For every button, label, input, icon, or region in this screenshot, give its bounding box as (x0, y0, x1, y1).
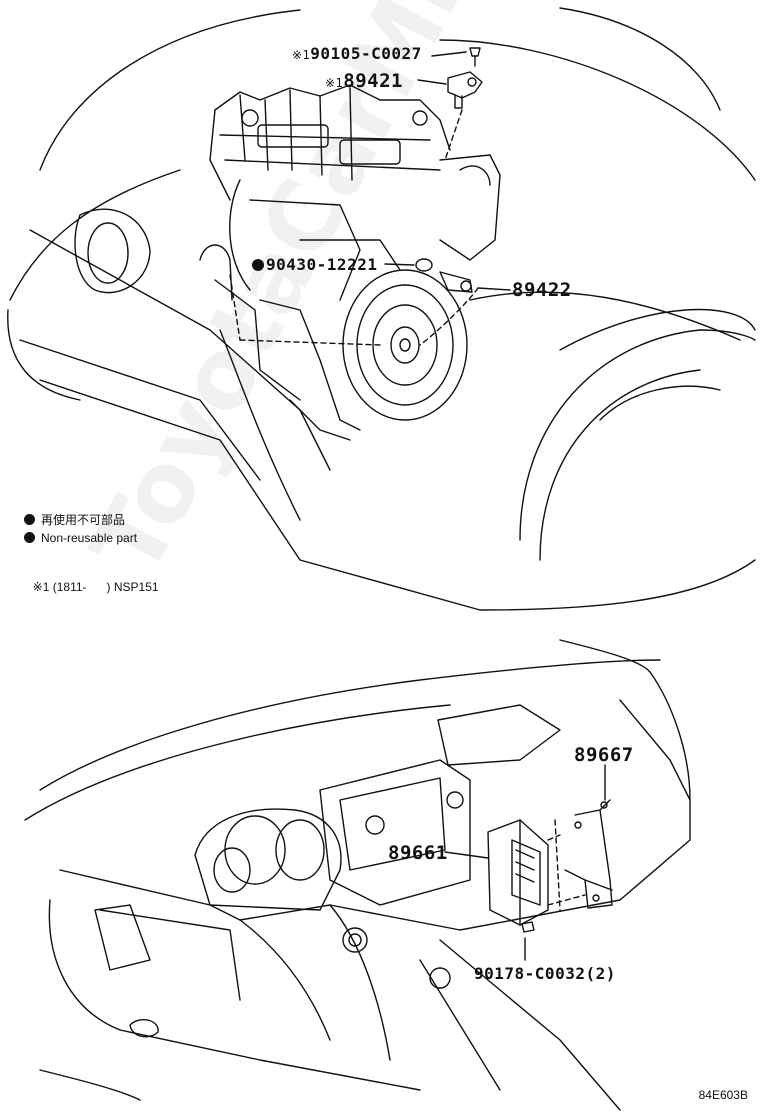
part-callout-crank-sensor[interactable]: ※189421 (325, 70, 403, 92)
part-callout-knock-sensor[interactable]: 89422 (512, 279, 572, 301)
legend-en: Non-reusable part (24, 531, 137, 545)
legend-note: ※1 (1811- ) NSP151 (32, 580, 159, 594)
figure-code: 84E603B (698, 1088, 748, 1102)
engine-block (199, 84, 501, 441)
crank-sensor-assembly (444, 47, 483, 161)
part-number: 90105-C0027 (310, 44, 422, 63)
part-callout-gasket[interactable]: 90430-12221 (252, 255, 377, 274)
non-reusable-dot-icon (24, 514, 35, 525)
car-body-front (7, 7, 756, 611)
ref-mark: ※1 (325, 76, 344, 90)
part-callout-ecu[interactable]: 89661 (388, 842, 448, 864)
part-number: 90430-12221 (266, 255, 378, 274)
leader-lines-top (229, 51, 511, 346)
non-reusable-dot-icon (252, 259, 264, 271)
ecu-bracket (547, 799, 613, 911)
legend-jp: 再使用不可部品 (24, 511, 125, 528)
part-callout-nut[interactable]: 90178-C0032(2) (474, 964, 616, 983)
non-reusable-dot-icon (24, 532, 35, 543)
part-callout-bracket[interactable]: 89667 (574, 744, 634, 766)
ecu-module (487, 819, 549, 933)
part-callout-bolt[interactable]: ※190105-C0027 (292, 44, 422, 63)
part-number: 89421 (343, 70, 403, 92)
ref-mark: ※1 (292, 48, 311, 62)
part-number: 89422 (512, 279, 572, 301)
part-number: 90178-C0032(2) (474, 964, 616, 983)
part-number: 89661 (388, 842, 448, 864)
part-number: 89667 (574, 744, 634, 766)
dashboard (24, 639, 691, 1111)
leader-lines-bottom (444, 764, 606, 961)
